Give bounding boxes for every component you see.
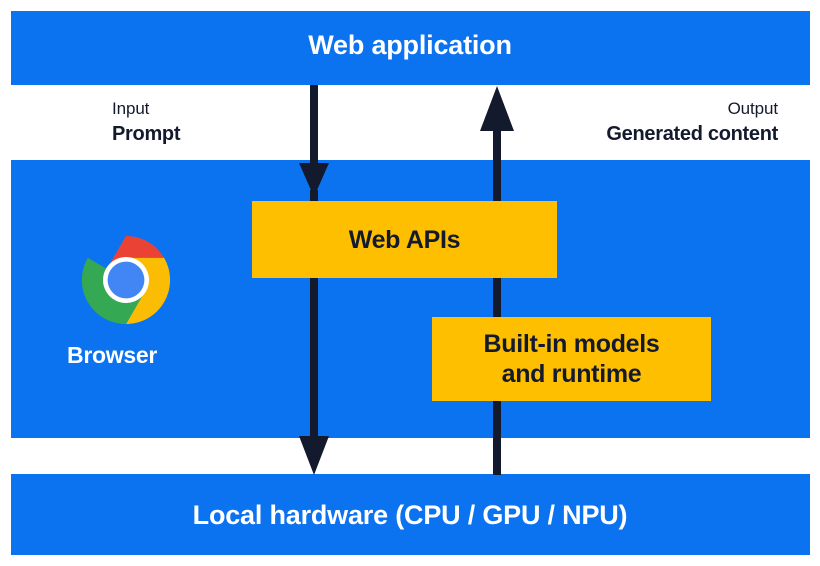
panel-web-application-title: Web application <box>308 30 512 60</box>
output-flow-label: Output Generated content <box>606 99 778 146</box>
arrow-up-generated-icon <box>480 86 514 475</box>
input-flow-label: Input Prompt <box>112 99 181 146</box>
box-builtin-models-line2: and runtime <box>501 360 642 388</box>
output-value: Generated content <box>606 122 778 145</box>
panel-local-hardware <box>11 474 810 555</box>
input-value: Prompt <box>112 122 181 145</box>
output-kicker: Output <box>727 99 779 118</box>
box-web-apis[interactable]: Web APIs <box>252 201 557 278</box>
browser-badge: Browser <box>67 234 172 369</box>
panel-web-application <box>11 11 810 85</box>
box-builtin-models-line1: Built-in models <box>483 330 660 358</box>
box-builtin-models[interactable]: Built-in models and runtime <box>432 317 711 401</box>
box-builtin-models-label: Built-in models and runtime <box>483 329 659 389</box>
chrome-logo-icon <box>81 235 171 325</box>
box-web-apis-label: Web APIs <box>348 225 461 254</box>
input-kicker: Input <box>112 99 150 118</box>
panel-local-hardware-title: Local hardware (CPU / GPU / NPU) <box>192 500 628 530</box>
browser-label: Browser <box>67 342 157 368</box>
arrow-down-prompt-icon <box>299 85 329 475</box>
